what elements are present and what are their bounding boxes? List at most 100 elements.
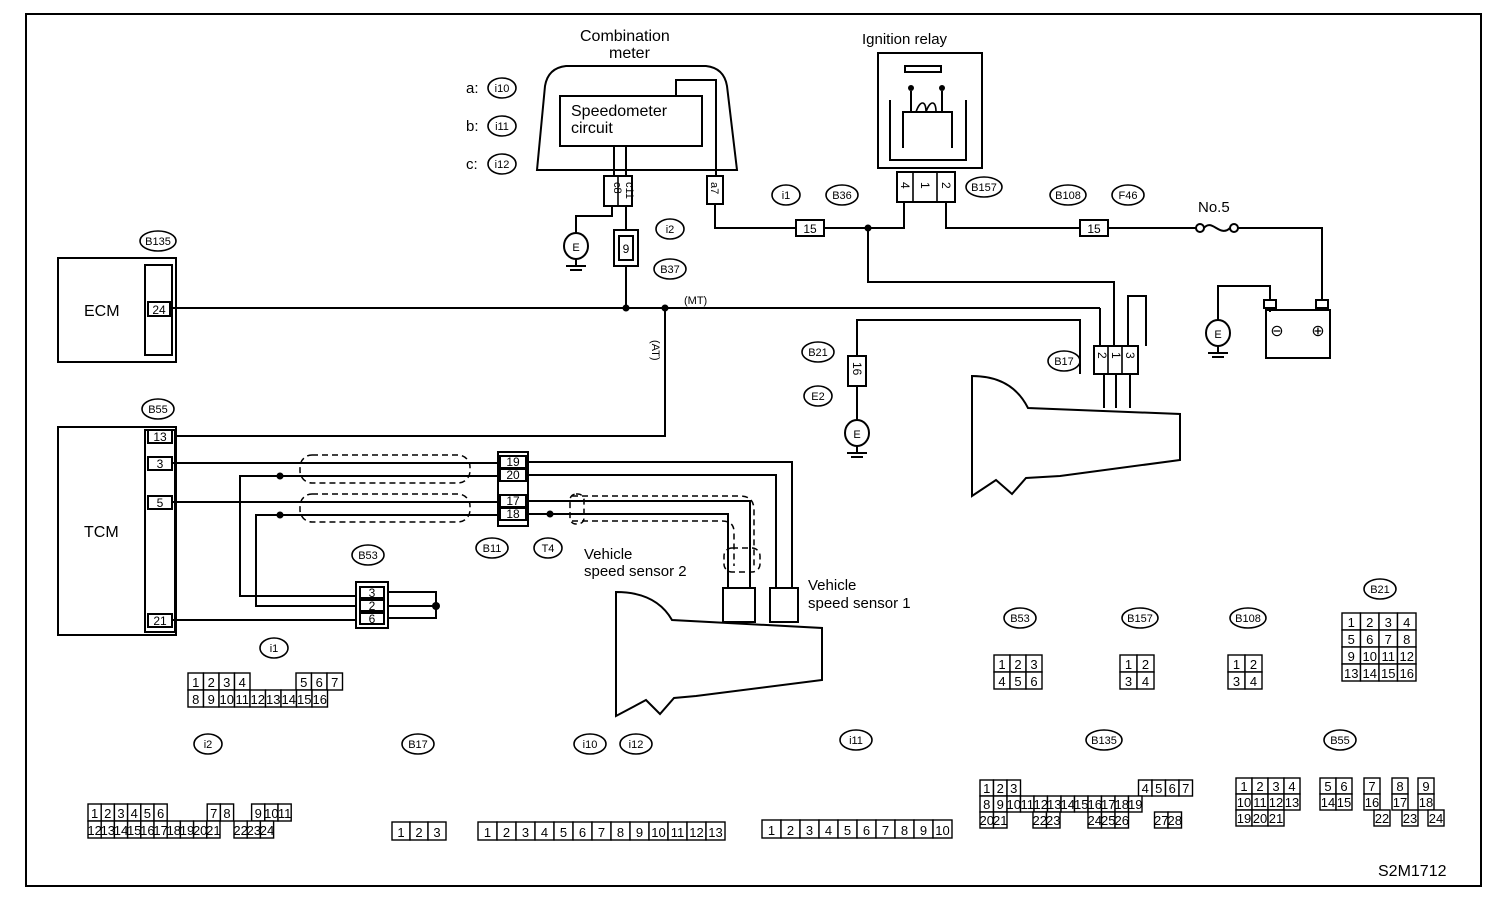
face-b21-pin: 1 [1348, 615, 1355, 630]
face-tag-b135 [1085, 729, 1123, 751]
relay-pin2-wire [945, 202, 1080, 229]
face-b55-pin: 6 [1340, 779, 1347, 794]
relay-connector [896, 171, 956, 203]
speedometer-label-2: circuit [571, 120, 613, 137]
face-i1-pin: 13 [266, 692, 280, 707]
face-b55-pin: 2 [1256, 779, 1263, 794]
relay-coil [902, 111, 953, 148]
tag-b53-text: B53 [358, 550, 378, 562]
vss1-label-2: speed sensor 1 [808, 595, 911, 612]
tag-e2 [803, 385, 833, 407]
relay-pin-1: 1 [918, 182, 932, 189]
tag-b53 [351, 544, 385, 566]
shield-wire-1 [239, 475, 500, 597]
face-i2-pin: 19 [180, 823, 194, 838]
ecm-pin-24: 24 [152, 303, 166, 317]
face-i10_i12-cell [705, 821, 726, 841]
battery-body [1265, 309, 1331, 359]
face-i11-pin: 3 [806, 823, 813, 838]
face-b55-cell [1283, 793, 1301, 811]
face-b108-cell [1244, 671, 1263, 690]
face-b53-pin: 4 [998, 674, 1005, 689]
tag-i2 [655, 218, 685, 240]
battery-plus-wire [1238, 227, 1323, 308]
face-b157-cell [1136, 671, 1155, 690]
face-b55-cell [1363, 793, 1381, 811]
battery-plus: ⊕ [1311, 323, 1324, 340]
face-tag-i12 [619, 733, 653, 755]
face-i11-pin: 1 [768, 823, 775, 838]
tag-b37-text: B37 [660, 264, 680, 276]
face-b55-pin: 1 [1240, 779, 1247, 794]
ecm: B135 24 ECM [57, 230, 177, 363]
battery-ground-label: E [1214, 329, 1221, 341]
face-i2-pin: 17 [153, 823, 167, 838]
fuse-label: No.5 [1198, 199, 1230, 216]
tag-b55-text: B55 [148, 404, 168, 416]
vss1-wire-a [528, 461, 793, 588]
battery-minus: ⊖ [1270, 323, 1283, 340]
face-i2-pin: 4 [131, 806, 138, 821]
face-i10_i12-pin: 6 [579, 825, 586, 840]
face-b55-pin: 11 [1253, 795, 1267, 810]
face-b135-cell [1127, 795, 1143, 813]
tag-b108-text: B108 [1055, 190, 1081, 202]
face-b135-pin: 28 [1168, 813, 1182, 828]
face-b55-pin: 8 [1396, 779, 1403, 794]
face-b135-pin: 26 [1115, 813, 1129, 828]
speed-signal-bus: (MT) (AT) [172, 295, 1101, 437]
face-b157-pin: 3 [1125, 674, 1132, 689]
meter-internal-wire [675, 79, 717, 178]
ecm-pin-24-box [147, 301, 171, 317]
relay-contact-dot-2 [939, 85, 945, 91]
face-b108-pin: 4 [1250, 674, 1257, 689]
mt-transmission: 2 1 3 B17 16 B21 E2 E [801, 295, 1181, 498]
ecm-label: ECM [84, 303, 120, 320]
tag-b21-text: B21 [808, 347, 828, 359]
face-b135-pin: 13 [1047, 797, 1061, 812]
face-b135-cell [1167, 811, 1183, 829]
shield-wire-2 [255, 514, 500, 607]
relay-pin4-wire [868, 202, 905, 229]
tag-f46-text: F46 [1119, 190, 1138, 202]
face-tag-b135-text: B135 [1091, 735, 1117, 747]
battery-plus-terminal [1315, 299, 1329, 309]
face-i2-cell [277, 803, 292, 822]
face-i10_i12-pin: 10 [651, 825, 665, 840]
face-i2-pin: 6 [157, 806, 164, 821]
speedometer-circuit-box [559, 95, 703, 147]
face-b135-pin: 6 [1169, 781, 1176, 796]
face-tag-i1-text: i1 [270, 643, 279, 655]
face-b55-cell [1401, 809, 1419, 827]
face-b55-pin: 7 [1368, 779, 1375, 794]
combination-meter-label-1: Combination [580, 28, 670, 45]
ignition-relay-label: Ignition relay [862, 31, 948, 48]
face-b21-pin: 13 [1344, 666, 1358, 681]
t4-shield-cap [569, 493, 585, 525]
face-i2-pin: 5 [144, 806, 151, 821]
face-b135-pin: 22 [1033, 813, 1047, 828]
face-b135-pin: 3 [1010, 781, 1017, 796]
b21-ground-wire [856, 319, 1081, 374]
face-tag-b17-text: B17 [408, 739, 428, 751]
face-tag-b53 [1003, 607, 1037, 629]
face-b21-pin: 4 [1403, 615, 1410, 630]
face-i11-pin: 6 [863, 823, 870, 838]
face-b135-pin: 4 [1142, 781, 1149, 796]
ignition-feed: 15 i1 B36 [714, 184, 1115, 346]
combination-meter: Combination meter Speedometer circuit a:… [466, 28, 739, 207]
face-b53-pin: 2 [1014, 657, 1021, 672]
face-tag-b55-text: B55 [1330, 735, 1350, 747]
face-b55-pin: 14 [1321, 795, 1335, 810]
face-b135-pin: 23 [1046, 813, 1060, 828]
face-b55-cell [1391, 793, 1409, 811]
e2-ground-label: E [853, 429, 860, 441]
face-i10_i12-pin: 12 [689, 825, 703, 840]
face-i11-pin: 5 [844, 823, 851, 838]
face-b55-pin: 10 [1237, 795, 1251, 810]
face-b21-pin: 12 [1400, 649, 1414, 664]
tag-b17-text: B17 [1054, 356, 1074, 368]
face-b135-pin: 9 [997, 797, 1004, 812]
bus-junction-1 [622, 304, 630, 312]
at-transmission-shape [615, 590, 823, 718]
